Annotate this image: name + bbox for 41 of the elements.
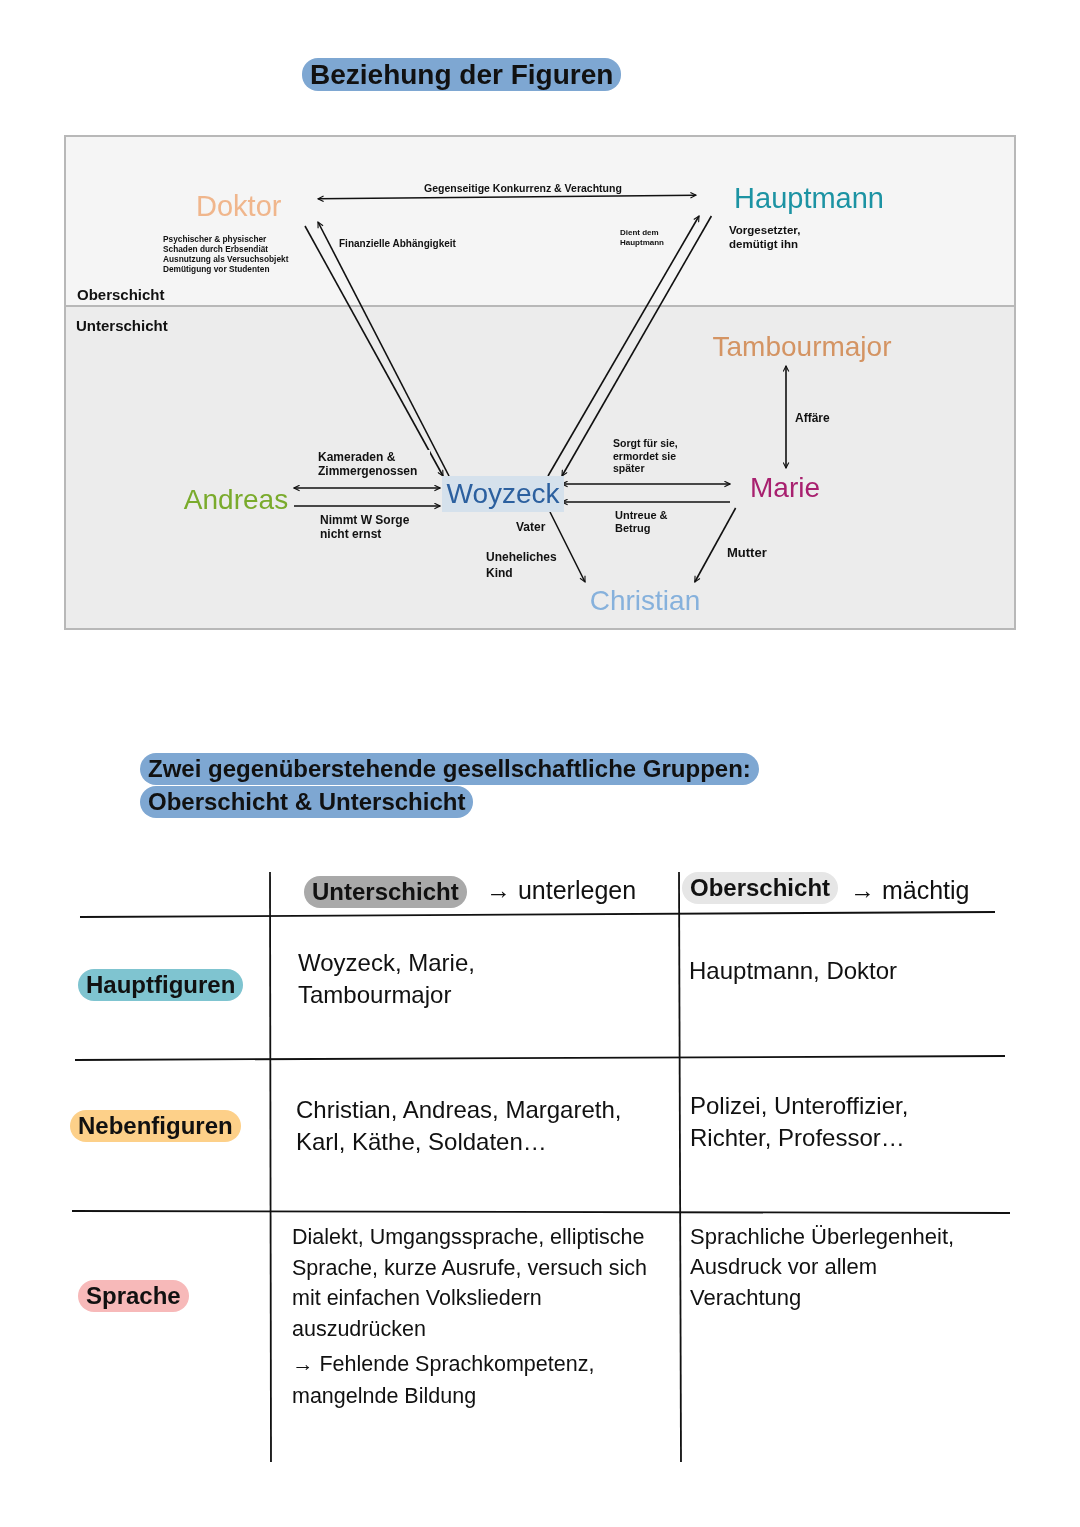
- row-header: Sprache: [78, 1280, 189, 1312]
- character-name: Hauptmann: [698, 178, 890, 218]
- arrow: [561, 215, 713, 477]
- character-name: Tambourmajor: [702, 328, 902, 366]
- arrow: [317, 191, 697, 203]
- cell-text: Dialekt, Umgangssprache, elliptische Sprache, kurze Ausrufe, versuch sich mit einfachen Volksliedern auszudrücken: [292, 1224, 648, 1343]
- diagram-title: Beziehung der Figuren: [302, 58, 622, 91]
- row-header: Nebenfiguren: [70, 1110, 241, 1142]
- section-heading: Oberschicht & Unterschicht: [140, 786, 474, 818]
- edge-label: Finanzielle Abhängigkeit: [339, 238, 456, 250]
- character-name: Christian: [584, 582, 706, 620]
- row-header: Hauptfiguren: [78, 969, 244, 1001]
- layer-band: [64, 135, 1016, 307]
- cell-text: Hauptmann, Doktor: [689, 956, 899, 986]
- character-name: Doktor: [188, 184, 320, 228]
- character-name: Andreas: [176, 480, 296, 520]
- column-header: Unterschicht: [304, 876, 467, 908]
- arrow: [561, 480, 731, 488]
- arrow: [293, 484, 441, 492]
- arrow: [694, 507, 737, 583]
- cell-text: Christian, Andreas, Margareth, Karl, Käthe, Soldaten…: [296, 1095, 623, 1158]
- edge-label: Gegenseitige Konkurrenz & Verachtung: [424, 182, 622, 195]
- arrow: [293, 502, 441, 510]
- arrow: [782, 365, 790, 469]
- cell-text: → Fehlende Sprachkompetenz, mangelnde Bildung: [292, 1351, 596, 1411]
- layer-label: Unterschicht: [76, 317, 168, 334]
- character-name: Woyzeck: [442, 476, 564, 512]
- cell-text: Sprachliche Überlegenheit, Ausdruck vor allem Verachtung: [690, 1223, 956, 1312]
- cell-text: Polizei, Unteroffizier, Richter, Professor…: [690, 1091, 910, 1154]
- column-header: Oberschicht: [682, 872, 839, 904]
- layer-band: [64, 307, 1016, 630]
- arrow: [561, 498, 731, 506]
- header-text: → mächtig: [850, 875, 970, 906]
- cell-text: Woyzeck, Marie, Tambourmajor: [298, 948, 476, 1011]
- section-heading: Zwei gegenüberstehende gesellschaftliche Gruppen:: [140, 753, 759, 785]
- character-name: Marie: [732, 468, 838, 508]
- layer-label: Oberschicht: [77, 286, 165, 303]
- arrow: [547, 215, 700, 477]
- edge-label: Kameraden & Zimmergenossen: [318, 450, 430, 479]
- arrow: [549, 511, 586, 583]
- header-text: → unterlegen: [486, 875, 637, 906]
